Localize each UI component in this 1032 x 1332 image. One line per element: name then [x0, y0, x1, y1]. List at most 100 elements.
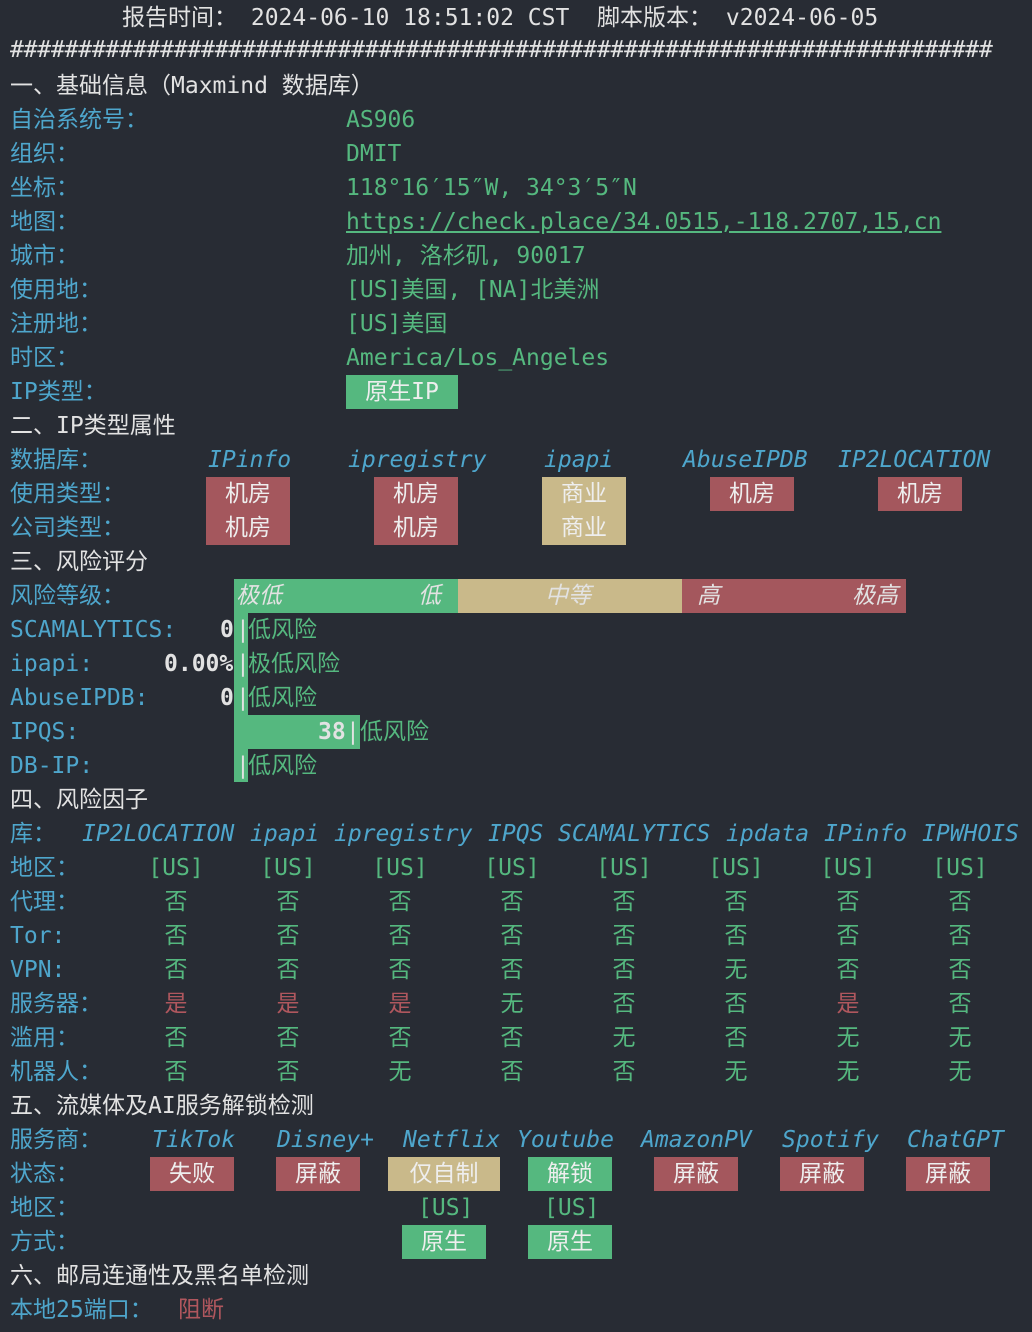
- risk-scale-low: [234, 579, 458, 613]
- status-badge: 屏蔽: [780, 1157, 864, 1191]
- risk-level-medium: 中等: [545, 583, 591, 609]
- coords-value: 118°16′15″W, 34°3′5″N: [346, 175, 637, 201]
- service-disney: Disney+: [277, 1127, 374, 1153]
- service-spotify: Spotify: [782, 1127, 879, 1153]
- score-bar: |: [346, 719, 360, 745]
- score-value: 0.00%: [164, 651, 234, 677]
- factor-row: 机器人：否否无否否无无无: [0, 1055, 1032, 1089]
- factor-label: 服务器：: [10, 991, 102, 1017]
- org-value: DMIT: [346, 141, 402, 167]
- factor-db-header: ipapi: [250, 821, 320, 847]
- score-label: IPQS:: [10, 719, 80, 745]
- factor-cell: 无: [500, 991, 524, 1017]
- db-ipapi: ipapi: [544, 447, 614, 473]
- port25-label: 本地25端口：: [10, 1297, 153, 1323]
- factor-cell: [US]: [932, 855, 988, 881]
- company-type-label: 公司类型：: [10, 515, 125, 541]
- factor-cell: 否: [612, 957, 636, 983]
- risk-scale-high: [682, 579, 906, 613]
- risk-level-very-high: 极高: [852, 583, 898, 609]
- service-youtube: Youtube: [517, 1127, 614, 1153]
- timezone-label: 时区：: [10, 345, 79, 371]
- factor-cell: 否: [388, 957, 412, 983]
- factor-row: VPN:否否否否否无否否: [0, 953, 1032, 987]
- company-badge: 商业: [542, 511, 626, 545]
- factor-cell: 无: [948, 1025, 972, 1051]
- asn-value: AS906: [346, 107, 416, 133]
- factor-row: 地区：[US][US][US][US][US][US][US][US]: [0, 851, 1032, 885]
- factor-cell: 否: [164, 889, 188, 915]
- registered-location-label: 注册地：: [10, 311, 102, 337]
- status-badge: 屏蔽: [276, 1157, 360, 1191]
- db-abuseipdb: AbuseIPDB: [683, 447, 808, 473]
- ipqs-score-fill: [234, 715, 360, 749]
- factor-cell: [US]: [708, 855, 764, 881]
- company-badge: 机房: [374, 511, 458, 545]
- factor-cell: [US]: [148, 855, 204, 881]
- score-text: 极低风险: [248, 651, 340, 677]
- ip-type-badge: 原生IP: [346, 375, 458, 409]
- ip-type-label: IP类型：: [10, 379, 107, 405]
- status-badge: 屏蔽: [654, 1157, 738, 1191]
- factor-label: 代理：: [10, 889, 79, 915]
- score-value: 38: [318, 719, 346, 745]
- coords-label: 坐标：: [10, 175, 79, 201]
- registered-location-value: [US]美国: [346, 311, 448, 337]
- factor-cell: 否: [500, 957, 524, 983]
- factor-cell: 否: [948, 991, 972, 1017]
- factor-cell: [US]: [820, 855, 876, 881]
- factor-cell: 否: [500, 1059, 524, 1085]
- factor-cell: 否: [388, 1025, 412, 1051]
- factor-cell: 无: [724, 1059, 748, 1085]
- region-value: [US]: [418, 1195, 474, 1221]
- region-value: [US]: [544, 1195, 600, 1221]
- factor-cell: [US]: [372, 855, 428, 881]
- score-label: SCAMALYTICS:: [10, 617, 177, 643]
- factor-cell: 否: [836, 923, 860, 949]
- score-bar: |: [236, 753, 250, 779]
- factor-row: 滥用：否否否否无否无无: [0, 1021, 1032, 1055]
- score-text: 低风险: [360, 719, 429, 745]
- factor-cell: 否: [724, 889, 748, 915]
- score-label: DB-IP:: [10, 753, 94, 779]
- factor-cell: 否: [276, 1025, 300, 1051]
- org-label: 组织：: [10, 141, 79, 167]
- mode-badge: 原生: [528, 1225, 612, 1259]
- status-badge: 仅自制: [388, 1157, 500, 1191]
- factor-cell: 否: [388, 889, 412, 915]
- db-ip2location: IP2LOCATION: [838, 447, 991, 473]
- score-bar: |: [236, 617, 250, 643]
- db-ipinfo: IPinfo: [208, 447, 292, 473]
- factor-db-header: IPinfo: [824, 821, 908, 847]
- risk-level-low: 低: [418, 583, 441, 609]
- map-link[interactable]: https://check.place/34.0515,-118.2707,15…: [346, 209, 942, 235]
- section-iptype-title: 二、IP类型属性: [10, 413, 176, 439]
- score-label: ipapi:: [10, 651, 94, 677]
- separator: ########################################…: [10, 37, 993, 63]
- section-risk-title: 三、风险评分: [10, 549, 148, 575]
- risk-scale-mid: [458, 579, 682, 613]
- factor-cell: 否: [612, 991, 636, 1017]
- factor-row: 服务器：是是是无否否是否: [0, 987, 1032, 1021]
- section-mail-title: 六、邮局连通性及黑名单检测: [10, 1263, 309, 1289]
- db-label: 数据库：: [10, 447, 102, 473]
- city-value: 加州, 洛杉矶, 90017: [346, 243, 586, 269]
- factor-cell: 否: [612, 889, 636, 915]
- factor-cell: 无: [836, 1025, 860, 1051]
- factor-cell: 无: [724, 957, 748, 983]
- report-header: 报告时间： 2024-06-10 18:51:02 CST 脚本版本： v202…: [122, 5, 879, 31]
- section-basic-title: 一、基础信息（Maxmind 数据库）: [10, 73, 374, 99]
- mode-label: 方式：: [10, 1229, 79, 1255]
- factor-label: VPN:: [10, 957, 66, 983]
- factor-cell: 否: [948, 923, 972, 949]
- factor-cell: 无: [388, 1059, 412, 1085]
- factor-db-header: ipdata: [726, 821, 810, 847]
- db-ipregistry: ipregistry: [348, 447, 487, 473]
- port25-value: 阻断: [178, 1297, 224, 1323]
- factor-cell: 否: [724, 1025, 748, 1051]
- factor-cell: 否: [724, 991, 748, 1017]
- usage-type-label: 使用类型：: [10, 481, 125, 507]
- factor-cell: 否: [612, 1059, 636, 1085]
- factor-cell: 否: [500, 923, 524, 949]
